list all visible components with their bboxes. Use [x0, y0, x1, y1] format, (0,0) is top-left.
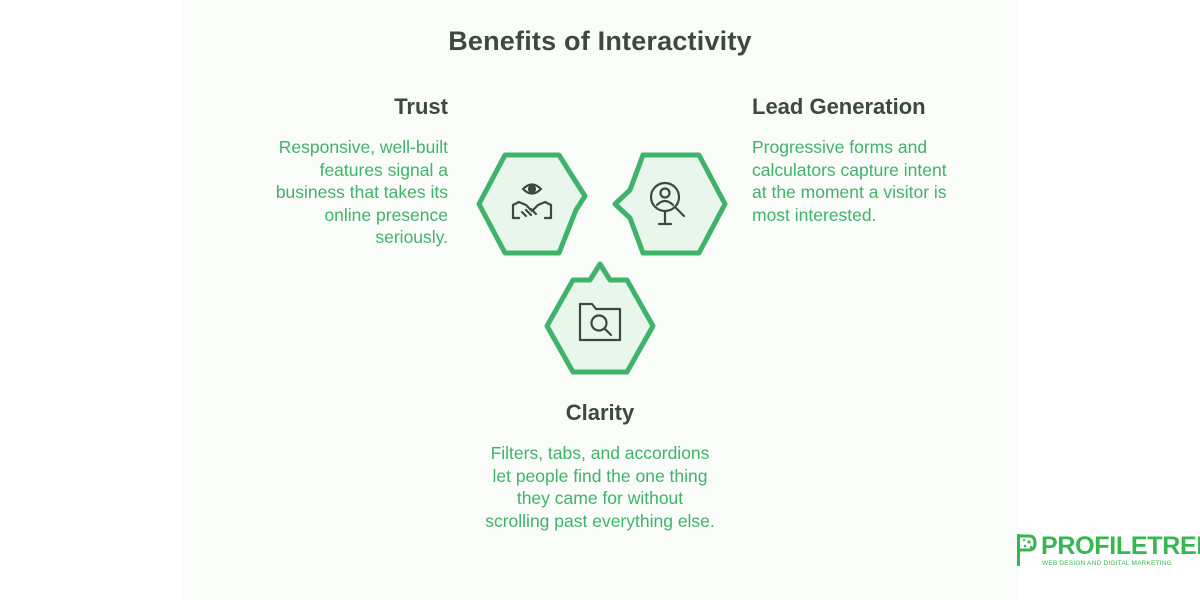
tree-icon — [1017, 534, 1037, 566]
lead-generation-heading: Lead Generation — [752, 94, 926, 119]
diagram-title: Benefits of Interactivity — [448, 26, 752, 56]
trust-node — [476, 152, 588, 256]
trust-description: Responsive, well-built features signal a… — [275, 137, 448, 247]
clarity-heading: Clarity — [565, 400, 635, 425]
clarity-description: Filters, tabs, and accordions let people… — [485, 443, 715, 531]
lead-generation-node — [612, 152, 728, 256]
trust-node-shape — [476, 152, 588, 256]
handshake-eye-icon — [511, 183, 553, 220]
clarity-node — [544, 261, 656, 375]
logo-wordmark: PROFILETREE — [1041, 532, 1200, 560]
clarity-node-shape — [544, 261, 656, 375]
folder-search-icon — [578, 302, 622, 342]
logo-tagline: WEB DESIGN AND DIGITAL MARKETING — [1042, 560, 1172, 567]
trust-heading: Trust — [394, 94, 448, 119]
magnifier-person-icon — [649, 181, 686, 226]
lead-generation-node-shape — [612, 152, 728, 256]
profiletree-logo[interactable]: PROFILETREE WEB DESIGN AND DIGITAL MARKE… — [1014, 532, 1200, 570]
lead-generation-description: Progressive forms and calculators captur… — [752, 137, 947, 225]
